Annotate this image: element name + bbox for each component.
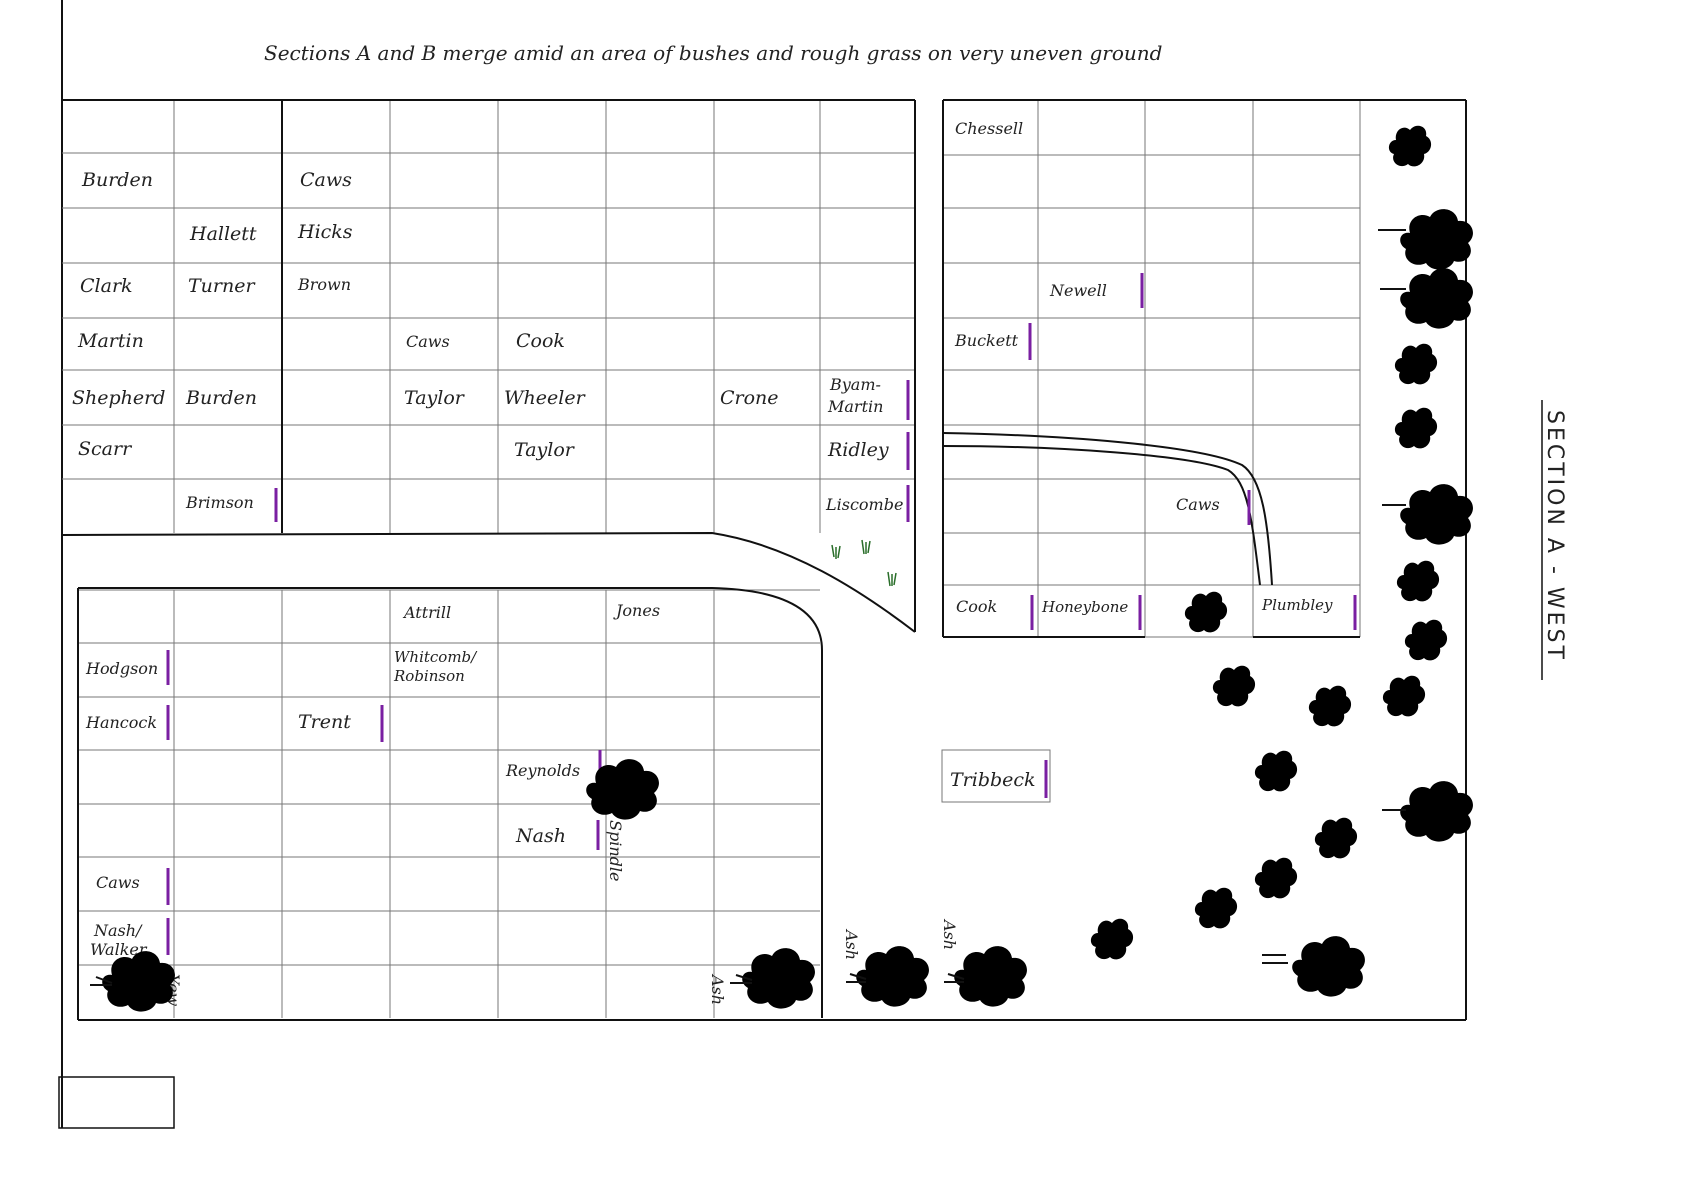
plot-wheeler: Wheeler	[504, 387, 587, 409]
plot-scarr: Scarr	[78, 438, 133, 460]
plot-cook-1: Cook	[516, 330, 565, 352]
section-label: SECTION A - WEST	[1542, 410, 1567, 662]
grass-tufts	[831, 539, 897, 587]
plot-taylor-2: Taylor	[514, 439, 576, 461]
plot-buckett: Buckett	[954, 331, 1019, 350]
bush-icon	[1308, 685, 1352, 727]
tree-icon	[1400, 209, 1473, 270]
plot-chessell: Chessell	[955, 119, 1023, 138]
plot-hancock: Hancock	[85, 713, 157, 732]
path-top-right-outline	[942, 99, 1467, 1020]
bush-icon	[1194, 887, 1238, 929]
bush-icon	[1382, 675, 1426, 717]
plot-martin: Martin	[77, 330, 144, 352]
plot-nash: Nash	[515, 825, 566, 847]
path-top-left-outline	[61, 99, 916, 633]
plot-byam-martin-line1: Byam-	[829, 375, 881, 394]
plot-plumbley: Plumbley	[1261, 596, 1333, 614]
tree-label-ash-3: Ash	[940, 918, 959, 950]
tree-icon	[1400, 484, 1473, 545]
bush-icon	[1184, 591, 1228, 633]
plot-caws-1: Caws	[300, 169, 352, 191]
plot-newell: Newell	[1049, 281, 1107, 300]
plot-turner: Turner	[188, 275, 256, 297]
plot-whitcomb-line1: Whitcomb/	[394, 648, 478, 666]
ash-tree-icon	[742, 948, 815, 1009]
ash-tree-icon	[954, 946, 1027, 1007]
plot-honeybone: Honeybone	[1041, 598, 1128, 616]
plot-whitcomb-line2: Robinson	[393, 667, 465, 685]
bush-icon	[1394, 343, 1438, 385]
plot-liscombe: Liscombe	[825, 495, 903, 514]
plot-caws-3: Caws	[1176, 495, 1220, 514]
plot-hodgson: Hodgson	[85, 659, 158, 678]
plot-brimson: Brimson	[185, 493, 254, 512]
plot-burden-1: Burden	[81, 169, 153, 191]
plot-jones: Jones	[613, 601, 660, 620]
yew-tree-icon	[102, 951, 175, 1012]
legend-box	[58, 1076, 175, 1129]
plot-names: Burden Caws Hallett Hicks Clark Turner B…	[72, 119, 1333, 959]
plot-ridley: Ridley	[827, 439, 889, 461]
path-bottom-left-outline	[77, 587, 1466, 1021]
plot-hicks: Hicks	[297, 221, 353, 243]
section-label-group: SECTION A - WEST	[1541, 400, 1567, 680]
spindle-tree-icon	[586, 759, 659, 820]
bush-icon	[1404, 619, 1448, 661]
tree-label-ash-2: Ash	[842, 928, 861, 960]
header-note: Sections A and B merge amid an area of b…	[264, 41, 1162, 65]
ash-tree-icon	[856, 946, 929, 1007]
bush-icon	[1314, 817, 1358, 859]
plot-byam-martin-line2: Martin	[827, 397, 883, 416]
tree-icon	[1400, 268, 1473, 329]
plot-nash-walker-line2: Walker	[90, 940, 148, 959]
tree-labels: Yew Ash Ash Ash Spindle	[164, 820, 959, 1007]
plot-tribbeck: Tribbeck	[950, 769, 1036, 791]
tree-label-spindle: Spindle	[606, 820, 625, 881]
plot-trent: Trent	[298, 711, 351, 733]
plot-hallett: Hallett	[189, 223, 257, 245]
plot-crone: Crone	[720, 387, 779, 409]
plot-brown: Brown	[297, 275, 351, 294]
purple-markers	[166, 273, 1357, 955]
bush-icon	[1212, 665, 1256, 707]
plot-caws-2: Caws	[406, 332, 450, 351]
plot-caws-4: Caws	[96, 873, 140, 892]
grid-top-left	[62, 99, 915, 533]
bush-icon	[1090, 918, 1134, 960]
plot-attrill: Attrill	[402, 603, 451, 622]
tree-icon	[1400, 781, 1473, 842]
plot-shepherd: Shepherd	[72, 387, 165, 409]
bush-icon	[1388, 125, 1432, 167]
trees	[90, 209, 1473, 1012]
plot-box-tribbeck	[941, 749, 1051, 803]
bush-icon	[1254, 857, 1298, 899]
bush-icon	[1394, 407, 1438, 449]
plot-nash-walker-line1: Nash/	[93, 921, 143, 940]
plot-reynolds: Reynolds	[505, 761, 580, 780]
plot-taylor-1: Taylor	[404, 387, 466, 409]
tree-label-ash-1: Ash	[708, 973, 727, 1005]
bush-icon	[1254, 750, 1298, 792]
plot-clark: Clark	[80, 275, 133, 297]
tree-icon	[1292, 936, 1365, 997]
plot-burden-2: Burden	[185, 387, 257, 409]
bush-icon	[1396, 560, 1440, 602]
grid-bottom-left	[78, 589, 820, 1018]
grid-top-right	[943, 99, 1466, 638]
plot-cook-2: Cook	[956, 597, 997, 616]
